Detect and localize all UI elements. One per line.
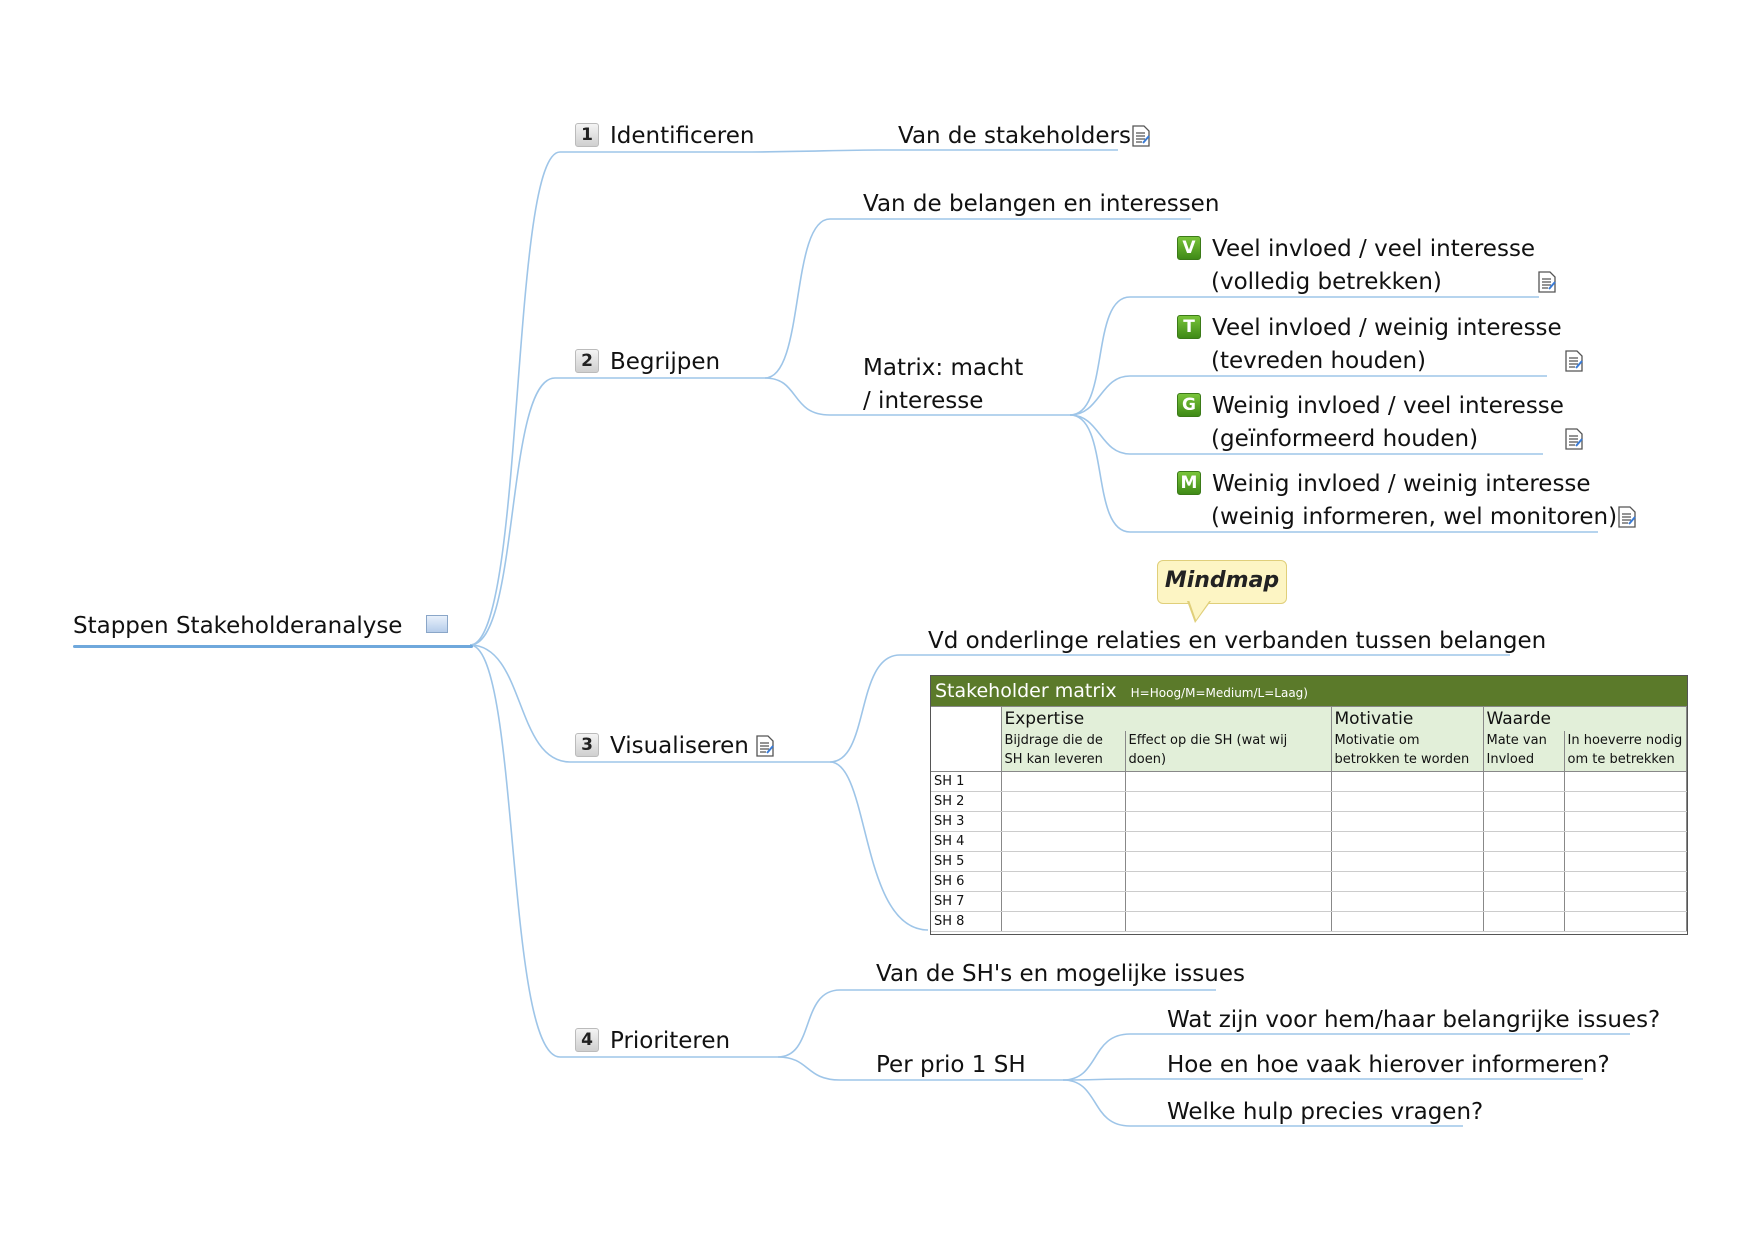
question-issues[interactable]: Wat zijn voor hem/haar belangrijke issue… <box>1167 1004 1660 1037</box>
step-number-badge: 4 <box>575 1027 599 1052</box>
quadrant-line2: (weinig informeren, wel monitoren) <box>1211 504 1618 530</box>
node-label: Vd onderlinge relaties en verbanden tuss… <box>928 628 1547 654</box>
matrix-subheader: Bijdrage die de SH kan leveren <box>1000 731 1126 772</box>
matrix-row-label: SH 2 <box>931 791 1002 812</box>
node-onderlinge-relaties[interactable]: Vd onderlinge relaties en verbanden tuss… <box>928 625 1546 658</box>
node-van-de-stakeholders[interactable]: Van de stakeholders <box>898 120 1150 153</box>
matrix-row-label: SH 4 <box>931 831 1002 852</box>
node-label: Van de SH's en mogelijke issues <box>876 961 1245 987</box>
root-node[interactable]: Stappen Stakeholderanalyse <box>73 610 448 643</box>
note-icon[interactable] <box>755 735 775 757</box>
matrix-row-label: SH 3 <box>931 811 1002 832</box>
node-label: Hoe en hoe vaak hierover informeren? <box>1167 1052 1610 1078</box>
note-icon[interactable] <box>1564 428 1584 450</box>
matrix-title-bar: Stakeholder matrix H=Hoog/M=Medium/L=Laag… <box>931 676 1687 706</box>
quadrant-line1: Veel invloed / veel interesse <box>1212 236 1536 262</box>
step-visualiseren[interactable]: 3 Visualiseren <box>575 730 774 763</box>
matrix-title: Stakeholder matrix <box>935 680 1117 702</box>
quadrant-monitoren[interactable]: M Weinig invloed / weinig interesse (wein… <box>1177 468 1636 534</box>
step-number-badge: 3 <box>575 732 599 757</box>
node-sh-issues[interactable]: Van de SH's en mogelijke issues <box>876 958 1245 991</box>
note-icon[interactable] <box>1617 506 1637 528</box>
matrix-group-header: Expertise <box>1000 706 1332 731</box>
step-number-badge: 2 <box>575 348 599 373</box>
node-per-prio-1-sh[interactable]: Per prio 1 SH <box>876 1049 1026 1082</box>
step-label: Visualiseren <box>610 733 749 759</box>
quadrant-line1: Weinig invloed / weinig interesse <box>1212 471 1591 497</box>
question-hulp[interactable]: Welke hulp precies vragen? <box>1167 1096 1483 1129</box>
step-number-badge: 1 <box>575 122 599 147</box>
node-label: Matrix: macht / interesse <box>863 355 1024 414</box>
root-label: Stappen Stakeholderanalyse <box>73 613 403 639</box>
matrix-subheader: Effect op die SH (wat wij doen) <box>1124 731 1332 772</box>
matrix-row-label: SH 1 <box>931 771 1002 792</box>
note-icon[interactable] <box>1537 271 1557 293</box>
node-label: Van de belangen en interessen <box>863 191 1220 217</box>
green-badge-icon: G <box>1177 392 1201 417</box>
mindmap-icon <box>425 614 448 633</box>
node-label: Welke hulp precies vragen? <box>1167 1099 1484 1125</box>
quadrant-line1: Weinig invloed / veel interesse <box>1212 393 1564 419</box>
root-underline <box>73 645 473 648</box>
step-label: Prioriteren <box>610 1028 731 1054</box>
step-prioriteren[interactable]: 4 Prioriteren <box>575 1025 730 1058</box>
matrix-group-header: Waarde <box>1482 706 1687 731</box>
green-badge-icon: M <box>1177 470 1201 495</box>
green-badge-icon: V <box>1177 235 1201 260</box>
matrix-subheader: Mate van Invloed <box>1482 731 1565 772</box>
matrix-table: Expertise Motivatie Waarde Bijdrage die … <box>931 706 1687 932</box>
step-label: Identificeren <box>610 123 755 149</box>
quadrant-tevreden-houden[interactable]: T Veel invloed / weinig interesse (tevred… <box>1177 312 1583 378</box>
matrix-row-label: SH 7 <box>931 891 1002 912</box>
question-informeren[interactable]: Hoe en hoe vaak hierover informeren? <box>1167 1049 1610 1082</box>
matrix-subheader: Motivatie om betrokken te worden <box>1330 731 1484 772</box>
stakeholder-matrix-image: Stakeholder matrix H=Hoog/M=Medium/L=Laag… <box>930 675 1688 935</box>
step-label: Begrijpen <box>610 349 721 375</box>
matrix-row-label: SH 6 <box>931 871 1002 892</box>
matrix-subheader: In hoeverre nodig om te betrekken <box>1563 731 1687 772</box>
matrix-legend: H=Hoog/M=Medium/L=Laag) <box>1130 686 1308 700</box>
quadrant-line2: (tevreden houden) <box>1211 348 1427 374</box>
quadrant-volledig-betrekken[interactable]: V Veel invloed / veel interesse (volledig… <box>1177 233 1556 299</box>
node-label: Van de stakeholders <box>898 123 1131 149</box>
matrix-group-header: Motivatie <box>1330 706 1484 731</box>
quadrant-line2: (volledig betrekken) <box>1211 269 1442 295</box>
step-begrijpen[interactable]: 2 Begrijpen <box>575 346 720 379</box>
note-icon[interactable] <box>1131 125 1151 147</box>
note-icon[interactable] <box>1564 350 1584 372</box>
matrix-row-label: SH 5 <box>931 851 1002 872</box>
quadrant-geinformeerd-houden[interactable]: G Weinig invloed / veel interesse (geïnfo… <box>1177 390 1583 456</box>
node-belangen-interessen[interactable]: Van de belangen en interessen <box>863 188 1219 221</box>
mindmap-callout: Mindmap <box>1157 560 1287 604</box>
green-badge-icon: T <box>1177 314 1201 339</box>
step-identificeren[interactable]: 1 Identificeren <box>575 120 754 153</box>
node-label: Wat zijn voor hem/haar belangrijke issue… <box>1167 1007 1661 1033</box>
quadrant-line1: Veel invloed / weinig interesse <box>1212 315 1562 341</box>
node-label: Per prio 1 SH <box>876 1052 1026 1078</box>
callout-tail-fill <box>1189 600 1210 620</box>
node-matrix-macht-interesse[interactable]: Matrix: macht / interesse <box>863 352 1033 418</box>
matrix-row-label: SH 8 <box>931 911 1002 932</box>
quadrant-line2: (geïnformeerd houden) <box>1211 426 1479 452</box>
